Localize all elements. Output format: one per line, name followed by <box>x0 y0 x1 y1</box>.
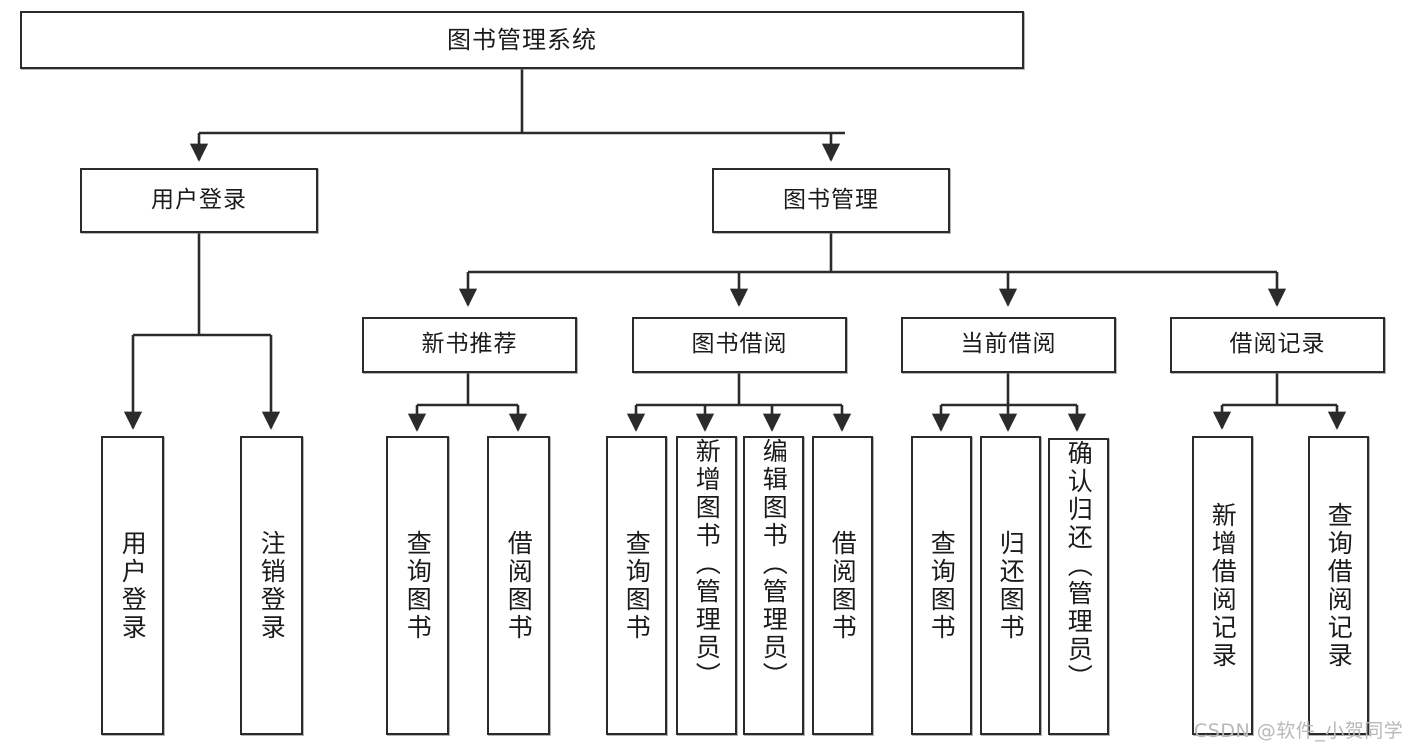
node-book-management[interactable]: 图书管理 <box>712 168 950 233</box>
leaf-query-book-recommend[interactable]: 查询图书 <box>386 436 449 735</box>
node-label: 查询借阅记录 <box>1324 501 1354 670</box>
node-label: 查询图书 <box>927 529 957 642</box>
node-user-login[interactable]: 用户登录 <box>80 168 318 233</box>
leaf-add-book[interactable]: 新增图书（管理员） <box>676 436 737 735</box>
leaf-add-borrow-record[interactable]: 新增借阅记录 <box>1192 436 1253 735</box>
node-current-borrow[interactable]: 当前借阅 <box>901 317 1116 373</box>
leaf-borrow-book-recommend[interactable]: 借阅图书 <box>487 436 550 735</box>
leaf-borrow-book-borrow[interactable]: 借阅图书 <box>812 436 873 735</box>
leaf-return-book[interactable]: 归还图书 <box>980 436 1041 735</box>
node-label: 借阅图书 <box>828 529 858 642</box>
node-label: 查询图书 <box>403 529 433 642</box>
node-label: 编辑图书（管理员） <box>759 438 789 690</box>
leaf-edit-book[interactable]: 编辑图书（管理员） <box>743 436 804 735</box>
leaf-query-borrow-record[interactable]: 查询借阅记录 <box>1308 436 1369 735</box>
leaf-confirm-return[interactable]: 确认归还（管理员） <box>1048 438 1109 735</box>
node-label: 图书管理 <box>783 186 879 213</box>
leaf-query-book-current[interactable]: 查询图书 <box>911 436 972 735</box>
node-label: 借阅记录 <box>1229 331 1326 358</box>
leaf-logout-login[interactable]: 注销登录 <box>240 436 303 735</box>
node-label: 图书借阅 <box>691 331 788 358</box>
node-label: 归还图书 <box>996 529 1026 642</box>
node-label: 新增借阅记录 <box>1208 501 1238 670</box>
node-label: 查询图书 <box>622 529 652 642</box>
node-label: 确认归还（管理员） <box>1064 440 1094 692</box>
node-new-book-recommend[interactable]: 新书推荐 <box>362 317 577 373</box>
node-label: 新书推荐 <box>421 331 518 358</box>
node-borrow-record[interactable]: 借阅记录 <box>1170 317 1385 373</box>
node-label: 新增图书（管理员） <box>692 438 722 690</box>
node-label: 注销登录 <box>257 529 287 642</box>
csdn-watermark: CSDN @软件_小贺同学 <box>1194 720 1404 742</box>
leaf-user-login[interactable]: 用户登录 <box>101 436 164 735</box>
node-label: 借阅图书 <box>504 529 534 642</box>
node-root-book-management-system[interactable]: 图书管理系统 <box>20 11 1024 69</box>
node-label: 用户登录 <box>151 186 247 213</box>
node-label: 当前借阅 <box>960 331 1057 358</box>
leaf-query-book-borrow[interactable]: 查询图书 <box>606 436 667 735</box>
node-label: 图书管理系统 <box>447 25 597 54</box>
node-label: 用户登录 <box>118 529 148 642</box>
node-book-borrow[interactable]: 图书借阅 <box>632 317 847 373</box>
